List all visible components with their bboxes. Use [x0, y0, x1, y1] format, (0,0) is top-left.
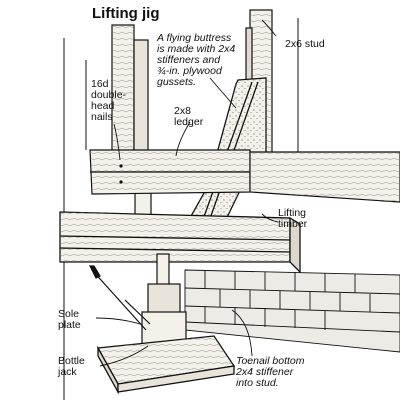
- callout-2x6-stud: 2x6 stud: [285, 38, 325, 50]
- nail-marks: [119, 164, 123, 184]
- sole-plate: [96, 335, 236, 395]
- left-studs: [111, 24, 152, 226]
- callout-2x8-ledger: 2x8 ledger: [174, 105, 204, 128]
- callout-bottle-jack: Bottle jack: [58, 355, 85, 378]
- ledger-2x8: [89, 149, 400, 203]
- callout-sole-plate: Sole plate: [58, 308, 81, 331]
- callout-toenail: Toenail bottom 2x4 stiffener into stud.: [236, 355, 305, 389]
- callout-lifting-timber: Lifting timber: [278, 207, 308, 230]
- callout-flying-buttress: A flying buttress is made with 2x4 stiff…: [157, 32, 236, 88]
- lifting-timber: [59, 211, 301, 274]
- leader-lines: [95, 19, 279, 367]
- diagram-title: Lifting jig: [92, 5, 160, 22]
- callout-16d-nails: 16d double- head nails: [91, 78, 127, 123]
- masonry-wall: [184, 269, 400, 353]
